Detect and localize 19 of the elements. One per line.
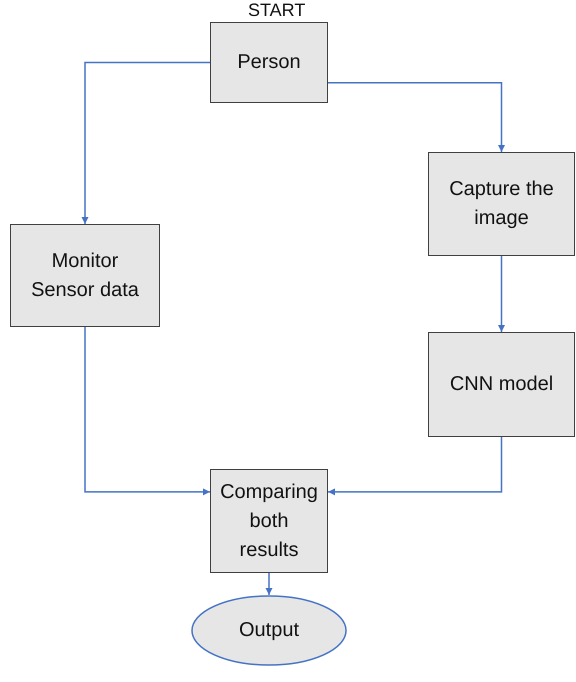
arrow [328, 82, 505, 152]
node-label: Person [237, 50, 301, 75]
arrow [84, 327, 210, 496]
node-label: Monitor Sensor data [31, 248, 139, 302]
process-box [428, 332, 575, 437]
arrow [82, 62, 210, 224]
process-box [210, 22, 328, 103]
start-label: START [248, 0, 306, 21]
output-ellipse [191, 595, 347, 666]
node-label: Comparing both results [219, 480, 319, 562]
arrow [266, 573, 272, 595]
process-box [210, 469, 328, 573]
arrow [328, 437, 502, 496]
node-label: Output [238, 618, 300, 643]
arrow [498, 256, 505, 332]
node-label: CNN model [450, 372, 554, 397]
node-label: Capture the image [448, 177, 555, 231]
process-box [428, 152, 575, 256]
process-box [10, 224, 160, 327]
